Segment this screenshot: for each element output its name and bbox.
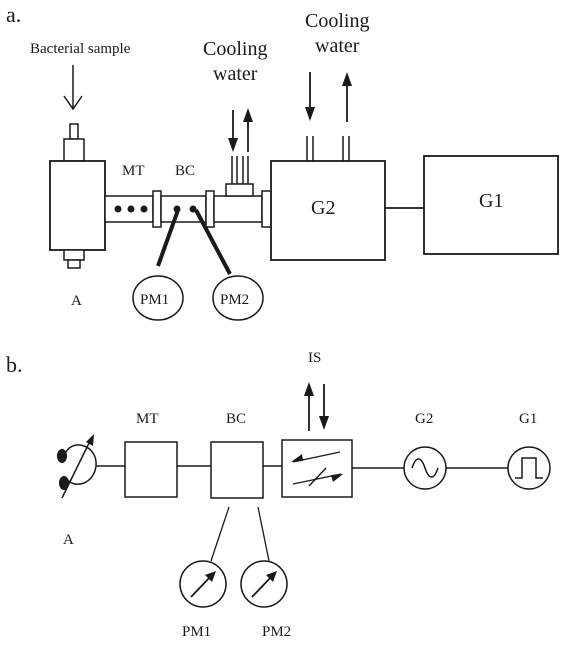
mt-dot-2 [127,205,135,213]
label-g1-b: G1 [519,411,537,427]
pm1-lead [210,506,230,562]
pulse-wave-icon [515,457,543,479]
is-arrow-up [304,382,314,431]
label-g2: G2 [311,197,335,219]
waveguide [104,183,272,228]
power-meter-pm2 [212,275,264,321]
cooling-water-right-line1: Cooling [305,10,369,32]
bacterial-sample-arrow [63,65,83,111]
power-meter-pm1-b [179,560,227,608]
is-box [281,439,353,498]
label-pm1-b: PM1 [182,624,211,640]
panel-b: b. A MT BC IS [6,350,551,640]
pm2-probe [194,209,232,275]
mt-box [124,441,178,498]
cooling-pipes-left [231,156,249,184]
is-arrow-down [319,384,329,430]
g1-pulse-source [507,446,551,490]
label-a-b: A [63,532,74,548]
generator-g1-box [423,155,559,255]
panel-a-label: a. [6,2,21,27]
cooling-arrow-right-down [305,72,315,121]
panel-b-label: b. [6,352,23,377]
label-is: IS [308,350,321,366]
label-pm2-a: PM2 [220,292,249,308]
sine-wave-icon [411,458,439,478]
label-pm2-b: PM2 [262,624,291,640]
bc-box [210,441,264,499]
label-g2-b: G2 [415,411,433,427]
cooling-pipes-right [306,136,350,161]
cooling-arrow-left-up [243,108,253,152]
label-bc: BC [175,163,195,179]
antenna-a-symbol [57,434,97,499]
label-g1: G1 [479,190,503,212]
mt-dot-1 [114,205,122,213]
applicator-a [49,123,106,269]
label-mt: MT [122,163,145,179]
cooling-arrow-left-down [228,110,238,152]
pm1-probe [156,209,180,267]
cooling-arrow-right-up [342,72,352,122]
cooling-water-right-line2: water [315,35,360,57]
mt-dot-3 [140,205,148,213]
power-meter-pm2-b [240,560,288,608]
panel-a: a. Bacterial sample A [6,2,559,321]
pm2-lead [257,506,270,562]
is-arrow-left [291,451,341,463]
is-arrow-right [292,467,343,487]
generator-g2-box [270,160,386,261]
label-mt-b: MT [136,411,159,427]
power-meter-pm1 [132,275,184,321]
cooling-water-left-line1: Cooling [203,38,267,60]
label-bc-b: BC [226,411,246,427]
cooling-water-left-line2: water [213,63,258,85]
label-pm1-a: PM1 [140,292,169,308]
bacterial-sample-label: Bacterial sample [30,41,131,57]
label-a: A [71,293,82,309]
